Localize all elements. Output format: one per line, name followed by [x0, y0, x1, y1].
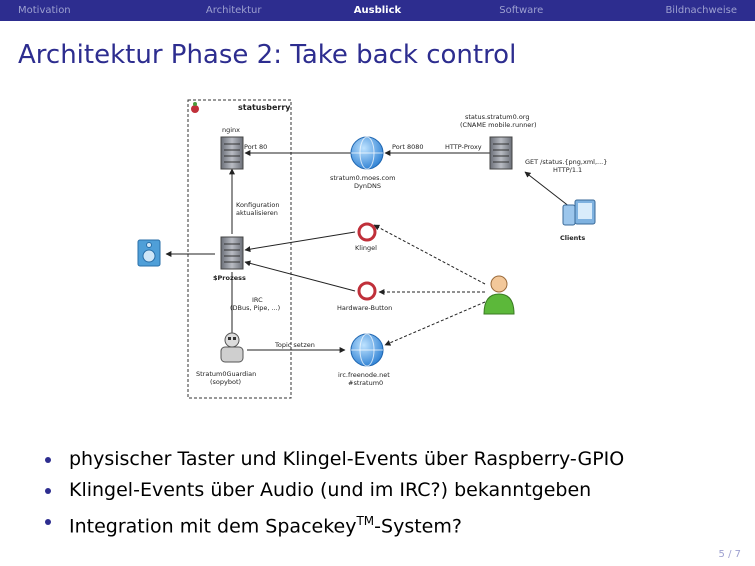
speaker-icon	[137, 239, 161, 267]
navigation-bar: Motivation Architektur Ausblick Software…	[0, 0, 755, 21]
bullet-item: Klingel-Events über Audio (und im IRC?) …	[45, 475, 624, 506]
nav-bildnachweise[interactable]: Bildnachweise	[665, 5, 737, 16]
topic-label: Topic setzen	[274, 341, 315, 349]
dyndns-globe-icon	[350, 136, 384, 170]
port80-label: Port 80	[244, 143, 267, 151]
config-label-2: aktualisieren	[236, 209, 278, 217]
config-label-1: Konfiguration	[236, 201, 279, 209]
slide-title: Architektur Phase 2: Take back control	[18, 40, 517, 70]
hardware-button-icon	[357, 281, 377, 301]
nav-architektur[interactable]: Architektur	[205, 5, 262, 16]
hardware-button-label: Hardware-Button	[337, 304, 392, 312]
bullet-text-suffix: -System?	[374, 515, 462, 538]
nav-software[interactable]: Software	[499, 5, 544, 16]
nginx-server-icon	[220, 136, 244, 170]
get-label-2: HTTP/1.1	[553, 166, 582, 174]
bullet-dot	[45, 457, 51, 463]
bot-label-2: (sopybot)	[210, 378, 241, 386]
bullet-text: Klingel-Events über Audio (und im IRC?) …	[69, 479, 592, 501]
dyndns-label-2: DynDNS	[354, 182, 381, 190]
person-icon	[483, 275, 515, 315]
bot-icon	[220, 332, 244, 363]
bullet-dot	[45, 488, 51, 494]
trademark-superscript: TM	[356, 514, 375, 528]
bullet-item: Integration mit dem SpacekeyTM-System?	[45, 506, 624, 542]
dyndns-label-1: stratum0.moes.com	[330, 174, 395, 182]
bullet-text: Integration mit dem Spacekey	[69, 515, 357, 538]
statusberry-group	[187, 99, 292, 399]
irc-label-2: (DBus, Pipe, ...)	[230, 304, 280, 312]
irc-globe-icon	[350, 333, 384, 367]
bullet-dot	[45, 519, 51, 525]
status-server-label-2: (CNAME mobile.runner)	[460, 121, 537, 129]
raspberry-icon	[191, 102, 199, 113]
irc-label-1: IRC	[252, 296, 263, 304]
statusberry-label: statusberry	[238, 103, 291, 112]
klingel-label: Klingel	[355, 244, 377, 252]
page-number: 5 / 7	[718, 549, 741, 560]
clients-icon	[562, 199, 596, 226]
bullet-item: physischer Taster und Klingel-Events übe…	[45, 444, 624, 475]
klingel-event-icon	[357, 222, 377, 242]
port8080-label: Port 8080	[392, 143, 424, 151]
process-server-icon	[220, 236, 244, 270]
process-label: $Prozess	[213, 274, 246, 282]
irc-network-label-1: irc.freenode.net	[338, 371, 390, 379]
irc-network-label-2: #stratum0	[348, 379, 383, 387]
nav-motivation[interactable]: Motivation	[18, 5, 71, 16]
clients-label: Clients	[560, 234, 585, 242]
bullet-list: physischer Taster und Klingel-Events übe…	[45, 444, 624, 542]
bot-label-1: Stratum0Guardian	[196, 370, 256, 378]
bullet-text: physischer Taster und Klingel-Events übe…	[69, 448, 625, 470]
status-server-icon	[489, 136, 513, 170]
architecture-diagram: statusberry nginx Port 80 Konfiguration …	[137, 99, 607, 399]
nav-ausblick[interactable]: Ausblick	[353, 5, 402, 16]
status-server-label-1: status.stratum0.org	[465, 113, 530, 121]
nginx-label: nginx	[222, 126, 240, 134]
http-proxy-label: HTTP-Proxy	[445, 143, 482, 151]
get-label-1: GET /status.{png,xml,...}	[525, 158, 607, 166]
